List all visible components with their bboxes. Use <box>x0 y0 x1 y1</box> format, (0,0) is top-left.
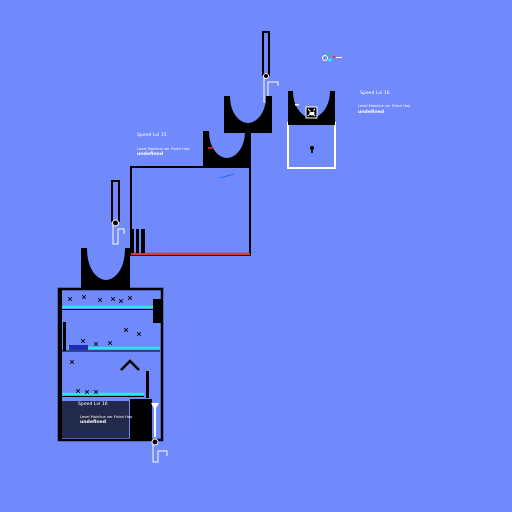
ledge-block <box>153 299 162 323</box>
speed-title: Speed Lvl 16 <box>360 91 390 96</box>
funnel-bowl-upper <box>224 96 272 133</box>
speed-value: undefined <box>137 152 164 157</box>
exit-funnel-icon <box>151 403 159 437</box>
pipe-hook <box>112 225 125 245</box>
chevron-up-icon <box>120 359 140 371</box>
hazard-cross-icon <box>93 389 99 395</box>
hazard-cross-icon <box>67 296 73 302</box>
tower-side-wall <box>58 289 62 441</box>
hazard-cross-icon <box>84 389 90 395</box>
funnel-bowl <box>288 91 335 125</box>
gate-post <box>141 229 145 253</box>
hazard-cross-icon <box>136 331 142 337</box>
exit-column <box>130 399 152 440</box>
funnel-bowl-lower <box>81 248 130 288</box>
speed-subtitle: Level Mainline ver Finish Hop <box>137 147 190 151</box>
vertical-pipe-highlight <box>113 182 118 220</box>
funnel-bowl-middle <box>203 131 251 167</box>
speed-value: undefined <box>358 110 385 115</box>
inner-wall <box>63 322 66 351</box>
hazard-cross-icon <box>127 295 133 301</box>
inner-post <box>146 371 149 398</box>
exit-joint <box>151 438 159 446</box>
speed-subtitle: Level Mainline ver Finish Hop <box>80 415 133 419</box>
hazard-cross-icon <box>69 359 75 365</box>
hazard-cross-icon <box>81 294 87 300</box>
hazard-cross-icon <box>80 338 86 344</box>
hazard-cross-icon <box>97 297 103 303</box>
blue-streak <box>219 173 235 179</box>
hazard-cross-icon <box>107 340 113 346</box>
bowl-red-tick <box>208 147 214 149</box>
bottom-tower <box>57 287 168 463</box>
vertical-pipe-highlight <box>264 33 268 73</box>
left-shaft <box>111 180 145 253</box>
gate-post <box>130 229 134 253</box>
small-marker <box>295 104 299 106</box>
pipe-joint <box>112 219 119 227</box>
gear-cluster-icon <box>322 53 342 62</box>
floor-blue-bar <box>69 345 88 350</box>
speed-title: Speed Lvl 15 <box>137 133 167 138</box>
hazard-cross-icon <box>110 296 116 302</box>
player-marker-icon <box>309 110 315 116</box>
keyhole-icon <box>310 146 314 153</box>
info-panel <box>62 401 129 438</box>
speed-subtitle: Level Mainline ver Finish Hop <box>358 104 411 108</box>
exit-hook <box>152 444 168 463</box>
hazard-cross-icon <box>118 298 124 304</box>
top-shaft <box>262 31 279 103</box>
speed-title: Speed Lvl 16 <box>78 402 108 407</box>
pipe-joint <box>263 73 269 79</box>
hazard-cross-icon <box>75 388 81 394</box>
middle-room <box>130 166 251 256</box>
speed-value: undefined <box>80 420 107 425</box>
gate-post <box>136 229 139 253</box>
pipe-hook <box>263 76 279 103</box>
hazard-cross-icon <box>123 327 129 333</box>
hazard-cross-group <box>67 294 142 395</box>
hazard-cross-icon <box>93 341 99 347</box>
